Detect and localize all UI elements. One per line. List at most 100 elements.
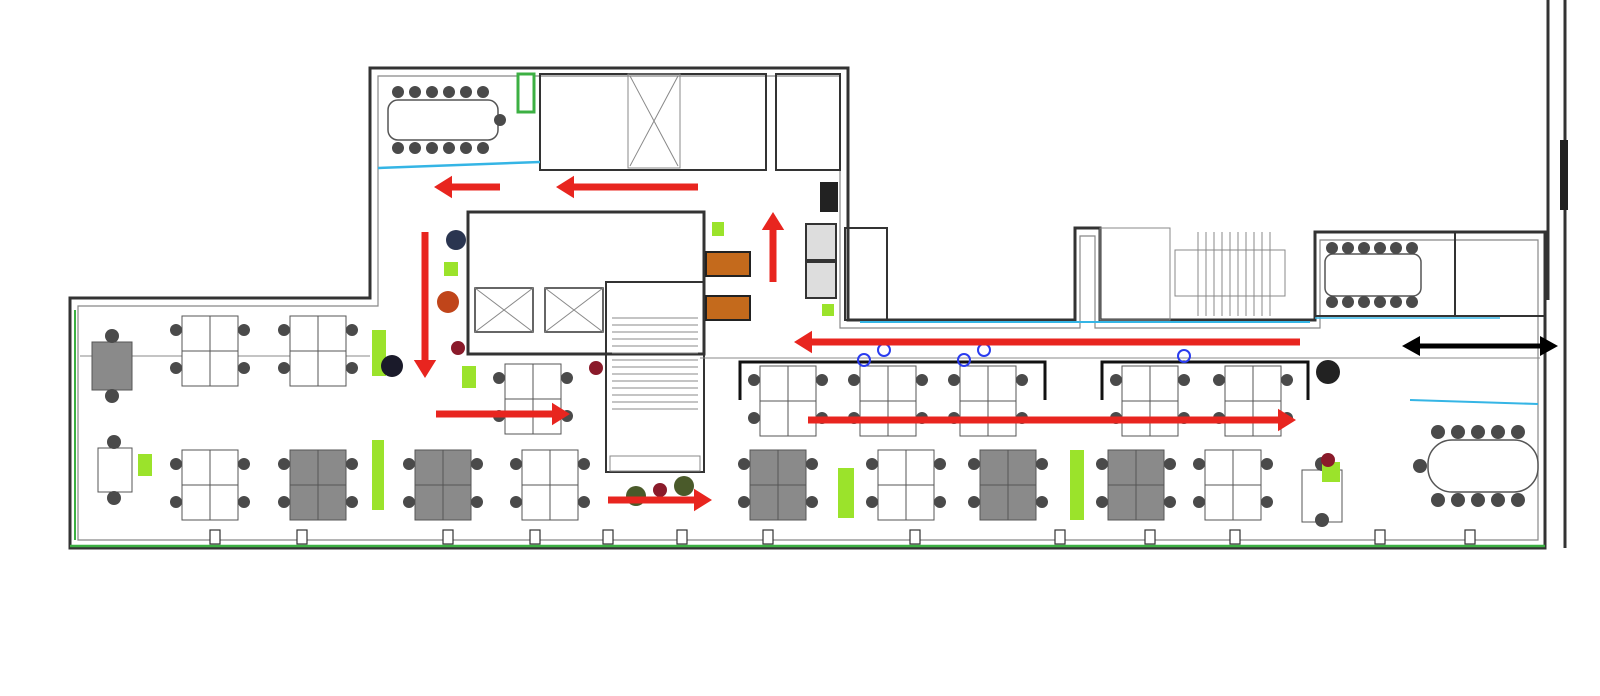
plant-icon [444,262,458,276]
chair-icon [1036,458,1048,470]
structural-column [762,529,774,545]
chair-icon [1374,242,1386,254]
plant-icon [1322,462,1340,482]
structural-column [1144,529,1156,545]
chair-icon [848,374,860,386]
chair-icon [403,496,415,508]
chair-icon [278,496,290,508]
evacuation-route-arrows [413,175,1558,512]
chair-icon [1358,242,1370,254]
round-object [589,361,603,375]
chair-icon [866,496,878,508]
chair-icon [477,142,489,154]
chair-icon [934,458,946,470]
chair-icon [1406,296,1418,308]
conference-table [1324,253,1422,297]
display-screen [516,72,536,114]
outlet-marker [957,353,971,367]
red-arrow-icon [434,175,500,199]
chair-icon [1326,296,1338,308]
chair-icon [1164,496,1176,508]
chair-icon [1193,496,1205,508]
structural-column [1374,529,1386,545]
plant-icon [1070,450,1084,520]
chair-icon [278,458,290,470]
cabinet [705,251,751,277]
desk [97,447,133,493]
conference-table [387,99,499,141]
chair-icon [1261,496,1273,508]
chair-icon [578,496,590,508]
conference-table-oval [1427,439,1539,493]
glass-partition [1409,399,1539,405]
chair-icon [494,114,506,126]
chair-icon [107,491,121,505]
chair-icon [409,86,421,98]
structural-column [1464,529,1476,545]
adjacent-wall-block [1560,140,1568,210]
round-object [437,291,459,313]
structural-column [442,529,454,545]
chair-icon [392,142,404,154]
outlet-marker [1177,349,1191,363]
chair-icon [934,496,946,508]
chair-icon [105,329,119,343]
chair-icon [1315,513,1329,527]
furniture [91,72,1539,527]
round-object [674,476,694,496]
chair-icon [968,496,980,508]
chair-icon [866,458,878,470]
appliance [805,261,837,299]
chair-icon [346,496,358,508]
chair-icon [426,142,438,154]
chair-icon [107,435,121,449]
round-object [1316,360,1340,384]
desk [91,341,133,391]
stairwell [605,281,705,473]
structural-column [1054,529,1066,545]
outlet-marker [977,343,991,357]
plant-icon [138,454,152,476]
storage-room [775,73,841,171]
cabinet [705,295,751,321]
plant-icon [838,468,854,518]
chair-icon [1358,296,1370,308]
chair-icon [1213,374,1225,386]
chair-icon [346,362,358,374]
chair-icon [1406,242,1418,254]
chair-icon [1178,374,1190,386]
chair-icon [460,142,472,154]
structural-column [209,529,221,545]
chair-icon [1413,459,1427,473]
chair-icon [238,496,250,508]
red-arrow-icon [794,330,1300,354]
chair-icon [1036,496,1048,508]
plant-icon [462,366,476,388]
chair-icon [409,142,421,154]
outlet-marker [877,343,891,357]
structural-column [529,529,541,545]
round-object [1321,453,1335,467]
red-arrow-icon [808,408,1296,432]
chair-icon [238,458,250,470]
chair-icon [1431,493,1445,507]
chair-icon [1164,458,1176,470]
round-object [446,230,466,250]
plant-icon [712,222,724,236]
chair-icon [561,372,573,384]
outlet-marker [857,353,871,367]
structural-column [676,529,688,545]
chair-icon [1281,374,1293,386]
chair-icon [471,458,483,470]
chair-icon [1451,425,1465,439]
chair-icon [1471,493,1485,507]
chair-icon [1261,458,1273,470]
chair-icon [1390,242,1402,254]
electrical-room [844,227,888,321]
chair-icon [806,496,818,508]
red-arrow-icon [761,212,785,282]
chair-icon [1096,496,1108,508]
printer [820,182,838,212]
chair-icon [806,458,818,470]
elevator-icon [474,287,534,333]
